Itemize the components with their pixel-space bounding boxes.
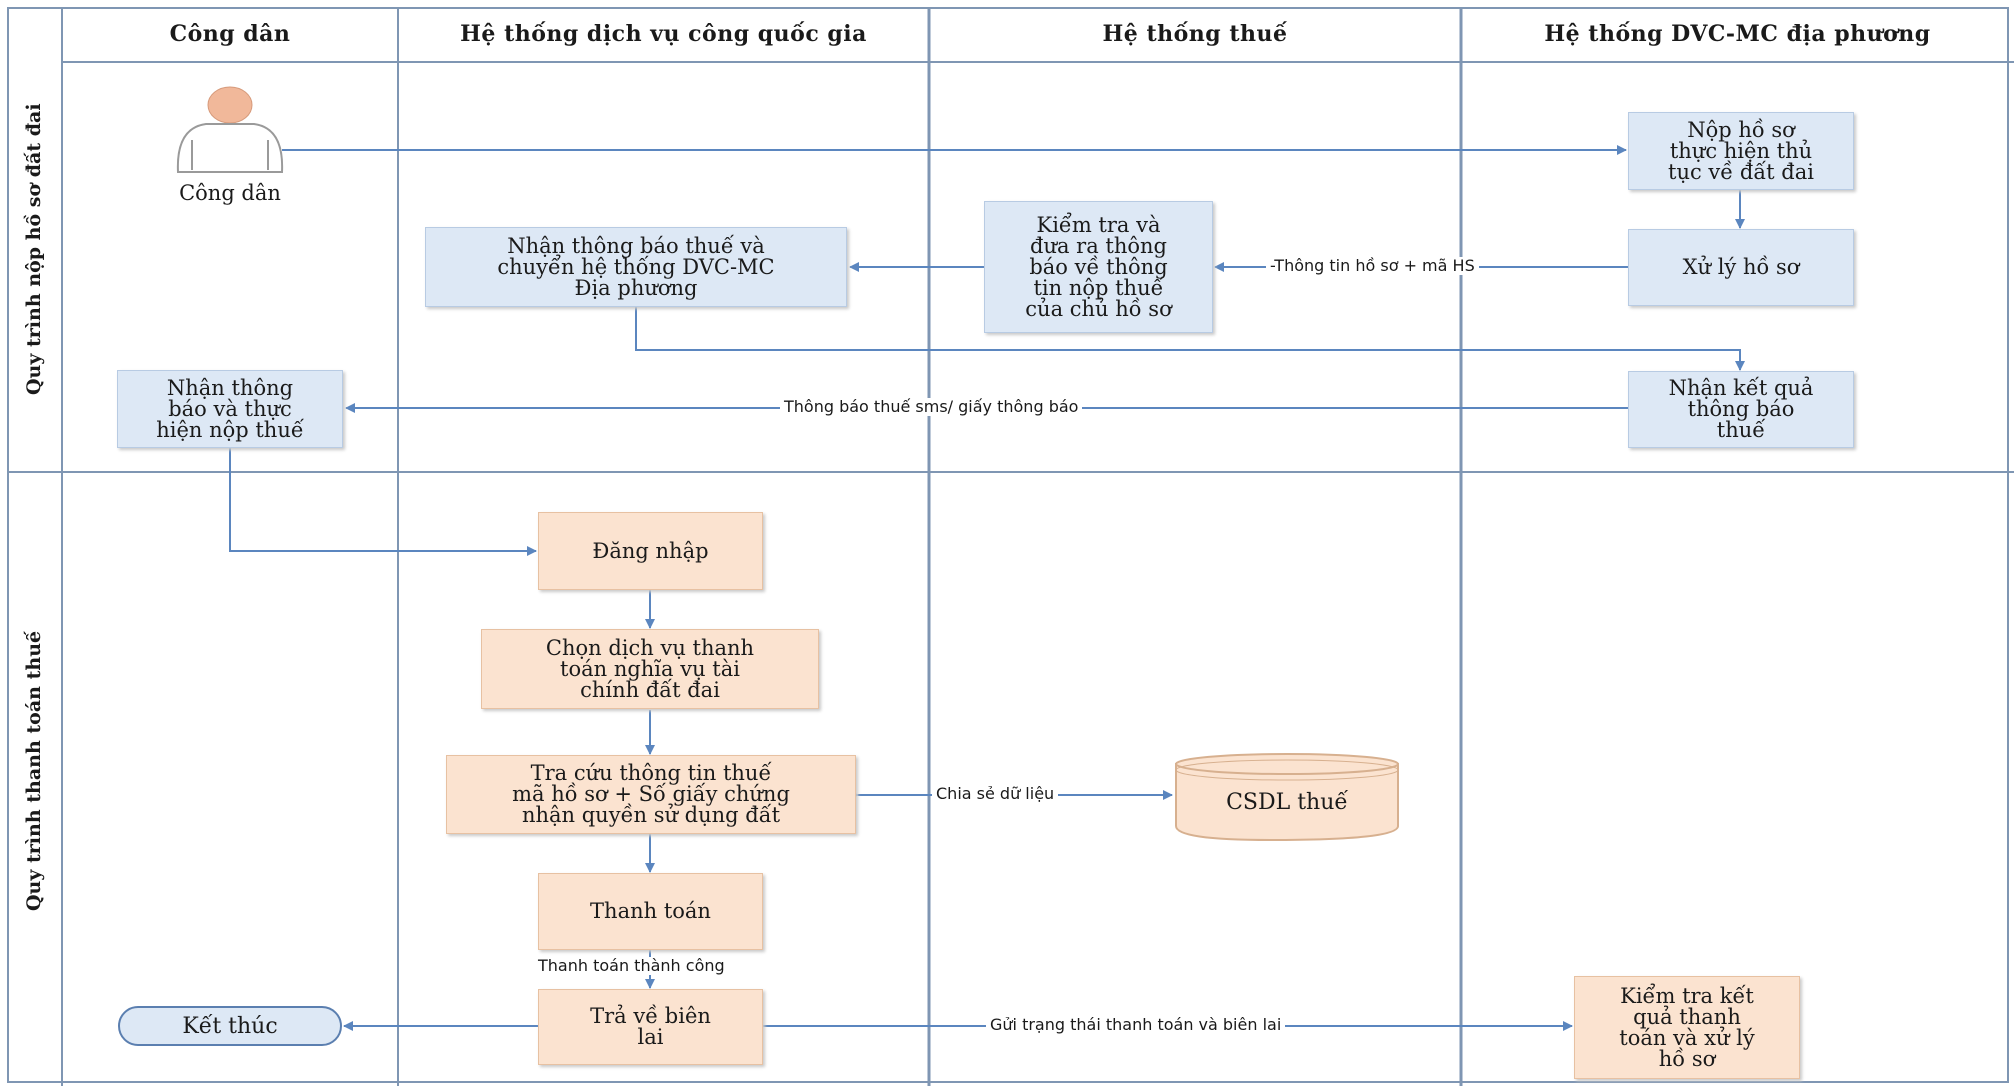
- lane-title-local-one-stop: Hệ thống DVC-MC địa phương: [1544, 21, 1931, 47]
- swimlane-frame: [7, 7, 2014, 1086]
- citizen-actor-label: Công dân: [179, 181, 281, 205]
- node-return-receipt[interactable]: Trả về biên lai: [538, 989, 763, 1065]
- row-label-tax-payment: Quy trình thanh toán thuế: [23, 630, 45, 911]
- row-label-land-submission: Quy trình nộp hồ sơ đất đai: [23, 103, 45, 395]
- node-process-dossier[interactable]: Xử lý hồ sơ: [1628, 229, 1854, 306]
- edge-label-dossier-info: -Thông tin hồ sơ + mã HS: [1266, 257, 1479, 275]
- node-citizen-receive-and-pay[interactable]: Nhận thông báo và thực hiện nộp thuế: [117, 370, 343, 448]
- edge-receive-to-result: [635, 307, 1745, 371]
- node-submit-land-dossier[interactable]: Nộp hồ sơ thực hiện thủ tục về đất đai: [1628, 112, 1854, 190]
- tax-database-cylinder: [1175, 753, 1399, 842]
- node-receive-and-forward[interactable]: Nhận thông báo thuế và chuyển hệ thống D…: [425, 227, 847, 307]
- node-tax-database[interactable]: CSDL thuế: [1226, 789, 1348, 815]
- node-select-payment-service[interactable]: Chọn dịch vụ thanh toán nghĩa vụ tài chí…: [481, 629, 819, 709]
- node-end[interactable]: Kết thúc: [118, 1006, 342, 1046]
- edge-label-send-payment-status: Gửi trạng thái thanh toán và biên lai: [986, 1016, 1286, 1034]
- lane-title-tax-system: Hệ thống thuế: [1102, 21, 1288, 47]
- node-check-tax-info[interactable]: Kiểm tra và đưa ra thông báo về thông ti…: [984, 201, 1213, 333]
- edge-citizen-to-login: [229, 448, 537, 556]
- lane-title-national-portal: Hệ thống dịch vụ công quốc gia: [460, 21, 867, 47]
- node-receive-tax-result[interactable]: Nhận kết quả thông báo thuế: [1628, 371, 1854, 448]
- edge-label-payment-success: Thanh toán thành công: [534, 957, 729, 975]
- node-payment[interactable]: Thanh toán: [538, 873, 763, 950]
- node-login[interactable]: Đăng nhập: [538, 512, 763, 590]
- edge-label-data-sharing: Chia sẻ dữ liệu: [932, 785, 1059, 803]
- node-verify-payment-result[interactable]: Kiểm tra kết quả thanh toán và xử lý hồ …: [1574, 976, 1800, 1079]
- lane-title-citizen: Công dân: [169, 21, 291, 47]
- node-lookup-tax-info[interactable]: Tra cứu thông tin thuế mã hồ sơ + Số giấ…: [446, 755, 856, 834]
- edge-label-tax-notice-sms: Thông báo thuế sms/ giấy thông báo: [780, 398, 1083, 416]
- citizen-actor-icon: [176, 86, 284, 173]
